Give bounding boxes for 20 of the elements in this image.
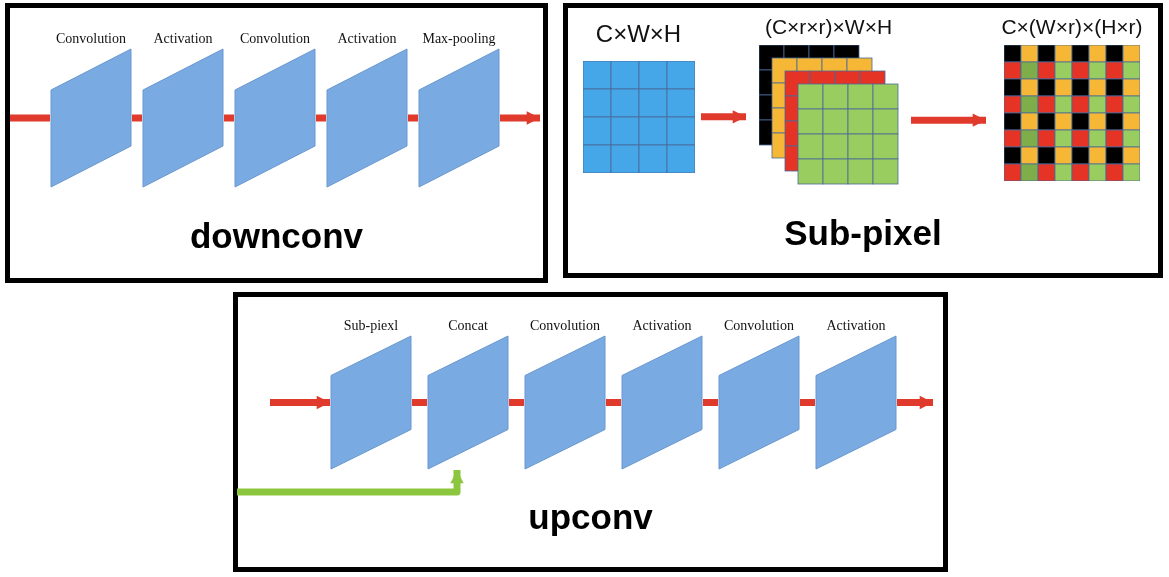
dimension-label: (C×r×r)×W×H: [764, 14, 893, 40]
layer-label: Activation: [632, 317, 692, 335]
layer-label: Convolution: [56, 30, 126, 48]
layer-label: Sub-piexl: [343, 317, 399, 335]
layer-label: Activation: [337, 30, 397, 48]
panel-title: upconv: [528, 497, 653, 537]
layer-label: Activation: [153, 30, 213, 48]
diagram-panel: [233, 292, 948, 572]
layer-label: Convolution: [530, 317, 600, 335]
layer-label: Max-pooling: [422, 30, 496, 48]
diagram-panel: [563, 3, 1163, 278]
layer-label: Activation: [826, 317, 886, 335]
panel-title: Sub-pixel: [784, 213, 942, 253]
diagram-panel: [5, 3, 548, 283]
dimension-label: C×(W×r)×(H×r): [1001, 14, 1143, 40]
layer-label: Convolution: [724, 317, 794, 335]
panel-title: downconv: [189, 216, 364, 256]
dimension-label: C×W×H: [595, 20, 682, 49]
layer-label: Convolution: [240, 30, 310, 48]
layer-label: Concat: [448, 317, 488, 335]
